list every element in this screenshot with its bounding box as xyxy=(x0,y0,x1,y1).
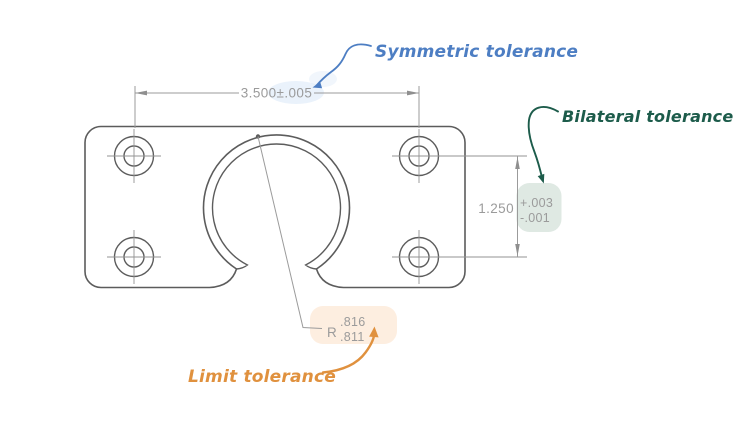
radius-prefix-text: R xyxy=(327,325,337,340)
width-dim-arrow-left xyxy=(135,90,147,96)
radius-lower-limit: .811 xyxy=(340,330,365,344)
bilateral-tolerance-label: Bilateral tolerance xyxy=(562,107,733,126)
width-dimension-text: 3.500±.005 xyxy=(241,86,312,101)
height-tolerance-minus: -.001 xyxy=(520,211,550,225)
bilateral-leader-curve xyxy=(527,106,559,181)
symmetric-tolerance-label: Symmetric tolerance xyxy=(375,42,578,62)
part-outline xyxy=(84,125,466,289)
radius-upper-limit: .816 xyxy=(340,315,366,329)
radius-leader-line xyxy=(257,136,323,329)
cutout-inner-arc xyxy=(211,143,342,270)
height-dim-arrow-top xyxy=(515,157,520,169)
height-dimension-text: 1.250 xyxy=(478,201,514,216)
height-dim-arrow-bottom xyxy=(515,244,520,256)
bilateral-highlight xyxy=(516,183,562,232)
limit-leader-curve xyxy=(321,330,376,374)
limit-leader-arrowhead xyxy=(369,326,379,338)
limit-tolerance-label: Limit tolerance xyxy=(188,367,336,387)
symmetric-leader-arrowhead xyxy=(312,81,323,89)
symmetric-highlight-wash xyxy=(268,81,324,104)
height-tolerance-plus: +.003 xyxy=(520,196,553,210)
bilateral-leader-arrowhead xyxy=(537,173,545,184)
symmetric-leader-curve xyxy=(315,43,372,87)
width-dim-arrow-right xyxy=(407,90,419,96)
